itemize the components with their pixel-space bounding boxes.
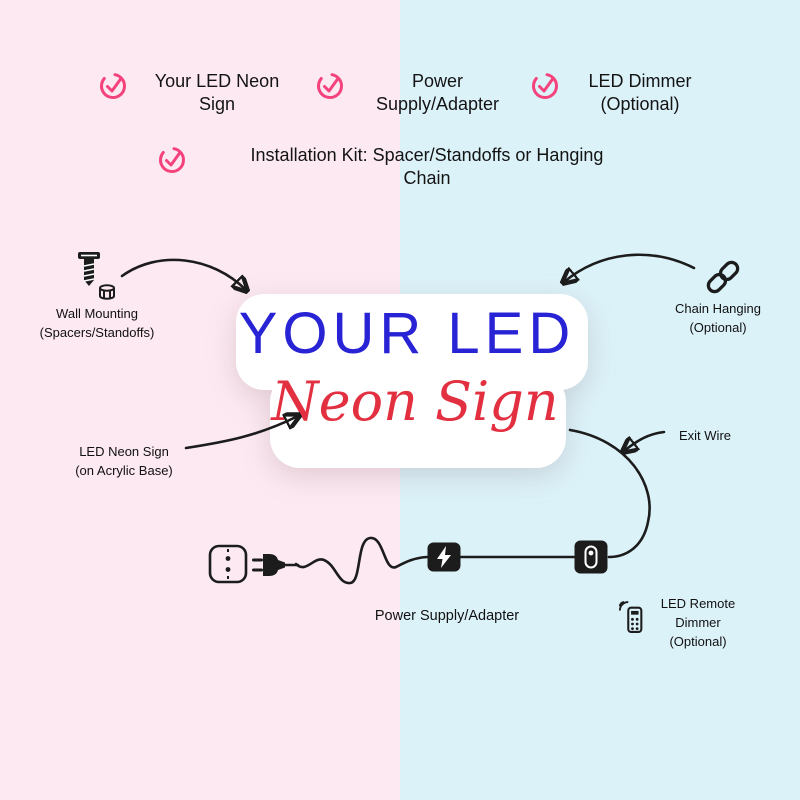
label-line: Installation Kit: Spacer/Standoffs or Ha… bbox=[250, 145, 604, 165]
power-plug-icon bbox=[252, 554, 300, 576]
sign-title-text: YOUR LED bbox=[238, 301, 576, 366]
acrylic-base bbox=[236, 294, 588, 468]
label-line: Power bbox=[411, 71, 464, 91]
label-line: LED Dimmer bbox=[588, 71, 692, 91]
label-line: Power Supply/Adapter bbox=[374, 608, 520, 624]
checklist-item-installation-kit: Installation Kit: Spacer/Standoffs or Ha… bbox=[157, 144, 657, 190]
checklist-item-neon-sign: Your LED Neon Sign bbox=[98, 70, 296, 116]
label-line: LED Neon Sign bbox=[79, 444, 169, 459]
checklist-item-label: Your LED Neon Sign bbox=[138, 70, 296, 116]
label-line: Wall Mounting bbox=[56, 306, 138, 321]
label-line: (Optional) bbox=[669, 633, 727, 649]
label-line: Your LED Neon bbox=[154, 71, 280, 91]
inline-dimmer-icon bbox=[574, 540, 608, 574]
label-line: Chain Hanging bbox=[674, 301, 761, 316]
screw-standoff-icon bbox=[78, 252, 115, 300]
wall-mounting-label: Wall Mounting (Spacers/Standoffs) bbox=[18, 305, 176, 343]
check-circle-icon bbox=[317, 73, 343, 99]
label-line: Supply/Adapter bbox=[375, 94, 500, 115]
label-line: Chain bbox=[403, 168, 451, 189]
power-adapter-icon bbox=[427, 542, 461, 572]
exit-wire-label: Exit Wire bbox=[665, 427, 745, 446]
power-supply-label: Power Supply/Adapter bbox=[357, 608, 537, 624]
label-line: (Optional) bbox=[689, 319, 747, 335]
checklist-item-dimmer: LED Dimmer (Optional) bbox=[530, 70, 710, 116]
wall-socket-icon bbox=[208, 544, 248, 584]
chain-link-icon bbox=[706, 260, 740, 294]
chain-hanging-label: Chain Hanging (Optional) bbox=[655, 300, 781, 338]
neon-sign-label: LED Neon Sign (on Acrylic Base) bbox=[45, 443, 203, 481]
sign-subtitle-text: Neon Sign bbox=[271, 370, 559, 433]
label-line: (Optional) bbox=[600, 94, 680, 115]
remote-control-icon bbox=[618, 601, 643, 633]
checklist-item-power-supply: Power Supply/Adapter bbox=[315, 70, 520, 116]
label-line: Dimmer bbox=[675, 614, 721, 630]
label-line: Sign bbox=[198, 94, 236, 115]
check-circle-icon bbox=[100, 73, 126, 99]
check-circle-icon bbox=[532, 73, 558, 99]
label-line: (Spacers/Standoffs) bbox=[39, 324, 155, 340]
checklist-item-label: Power Supply/Adapter bbox=[355, 70, 520, 116]
label-line: Exit Wire bbox=[679, 428, 731, 443]
label-line: (on Acrylic Base) bbox=[75, 462, 173, 478]
checklist-item-label: Installation Kit: Spacer/Standoffs or Ha… bbox=[197, 144, 657, 190]
check-circle-icon bbox=[159, 147, 185, 173]
checklist-item-label: LED Dimmer (Optional) bbox=[570, 70, 710, 116]
label-line: LED Remote bbox=[660, 596, 736, 611]
remote-dimmer-label: LED Remote Dimmer (Optional) bbox=[650, 595, 746, 652]
